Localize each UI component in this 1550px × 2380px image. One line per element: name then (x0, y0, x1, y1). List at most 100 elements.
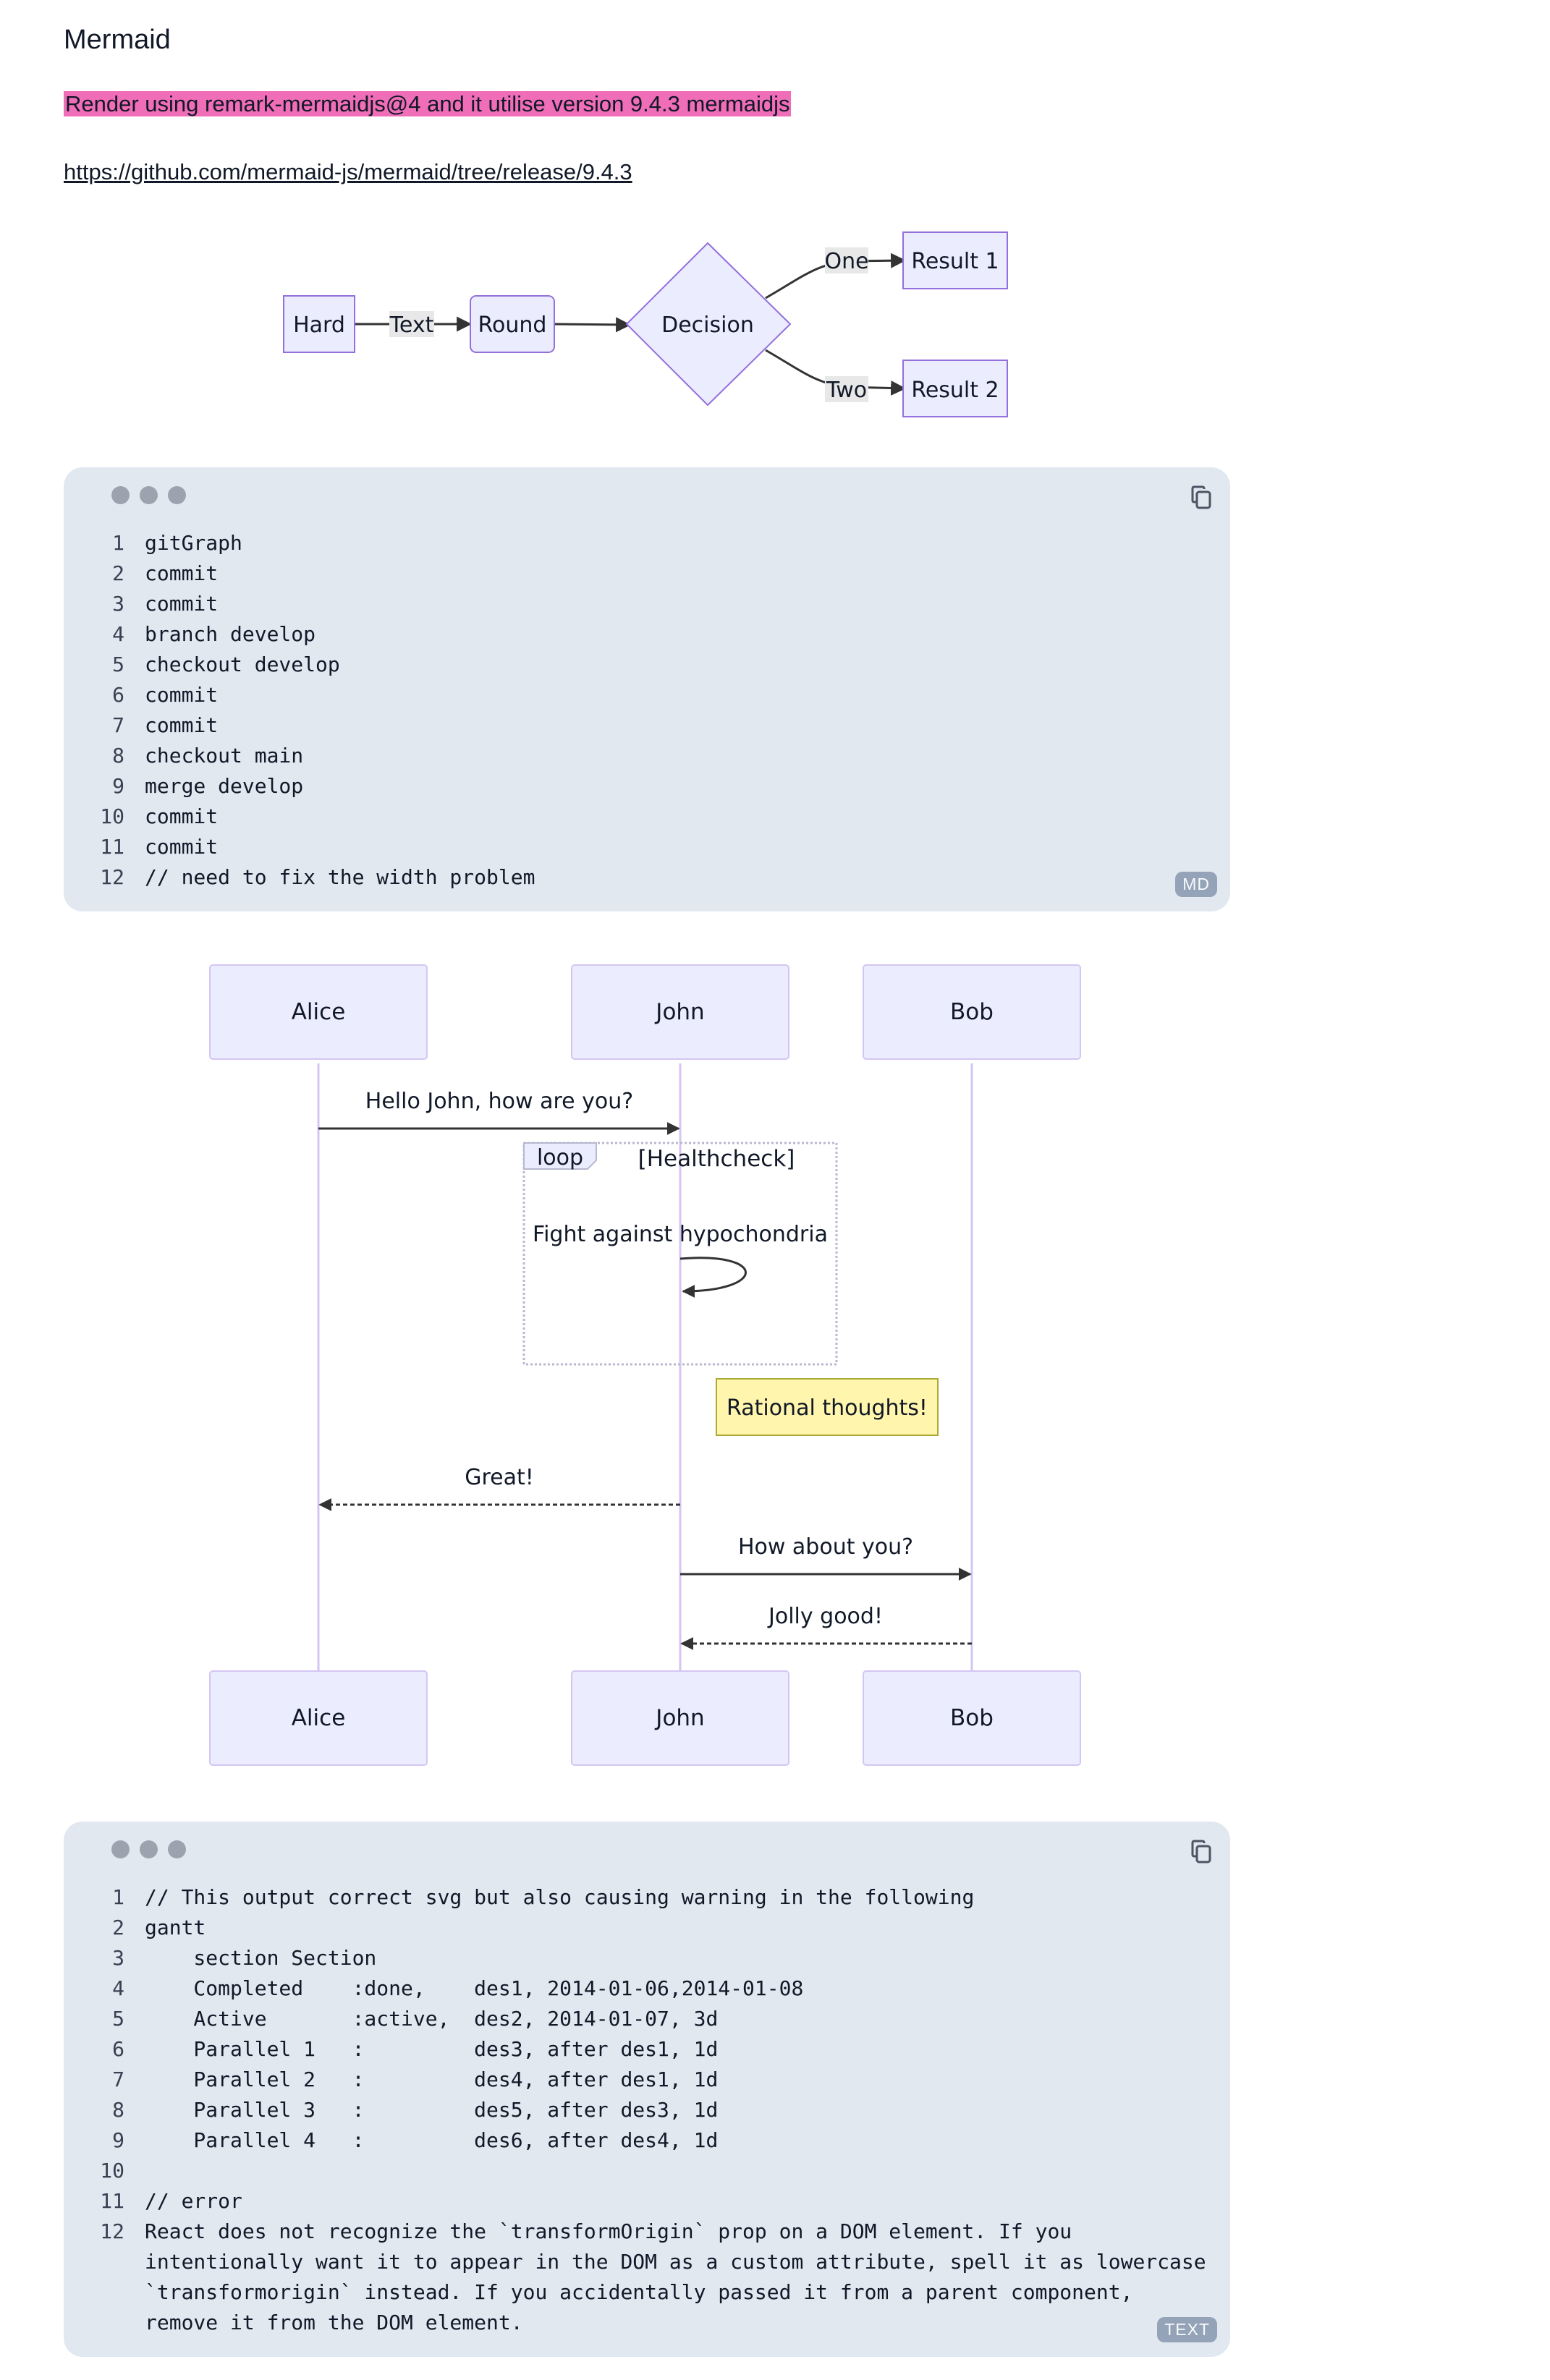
window-dot (140, 486, 158, 504)
line-number: 2 (112, 561, 124, 585)
node-round-box (470, 295, 555, 353)
line-number: 2 (112, 1916, 124, 1939)
line-number: 4 (112, 1976, 124, 2000)
line-number: 6 (112, 2037, 124, 2061)
line-number: 10 (100, 804, 124, 828)
code-line: 5 checkout develop (64, 650, 535, 680)
line-number: 11 (100, 835, 124, 859)
code-line: 1 // This output correct svg but also cau… (64, 1882, 1206, 1913)
code-line: 12 React does not recognize the `transfor… (64, 2217, 1206, 2247)
edge-label-two: Two (826, 378, 867, 403)
node-decision-diamond (625, 242, 792, 407)
line-number: 11 (100, 2189, 124, 2213)
code-line: 10 (64, 2156, 1206, 2186)
code-line: `transformorigin` instead. If you accide… (64, 2277, 1206, 2308)
page-title: Mermaid (64, 25, 171, 55)
window-dot (140, 1840, 158, 1858)
window-dots-icon (111, 486, 186, 504)
line-number (64, 2308, 145, 2338)
code-line: 9 Parallel 4 : des6, after des4, 1d (64, 2125, 1206, 2156)
edge-label-bg-two (825, 376, 868, 402)
actor-john-bottom-box (571, 1670, 789, 1766)
line-number: 9 (112, 2128, 124, 2152)
code-block-gantt: 1 // This output correct svg but also cau… (64, 1822, 1230, 2357)
line-number: 8 (112, 2098, 124, 2122)
line-number (64, 2277, 145, 2308)
code-line: remove it from the DOM element. (64, 2308, 1206, 2338)
code-text: commit (145, 592, 219, 616)
loop-label: loop (537, 1145, 583, 1170)
line-number: 1 (112, 531, 124, 555)
language-badge: TEXT (1157, 2317, 1217, 2342)
note-rational: Rational thoughts! (727, 1395, 928, 1421)
line-number: 12 (100, 865, 124, 889)
message-how-about: How about you? (738, 1534, 913, 1560)
line-number: 12 (100, 2219, 124, 2243)
code-text: // error (145, 2189, 242, 2213)
line-number: 4 (112, 622, 124, 646)
code-line: 2 gantt (64, 1913, 1206, 1943)
window-dot (168, 486, 186, 504)
code-line: intentionally want it to appear in the D… (64, 2247, 1206, 2277)
code-text: gantt (145, 1916, 206, 1939)
actor-alice-bottom: Alice (292, 1705, 346, 1731)
node-result2: Result 2 (911, 378, 999, 403)
actor-alice-bottom-box (209, 1670, 428, 1766)
loop-frame (522, 1142, 838, 1366)
loop-condition: [Healthcheck] (638, 1146, 795, 1172)
code-line: 5 Active :active, des2, 2014-01-07, 3d (64, 2004, 1206, 2034)
github-release-link[interactable]: https://github.com/mermaid-js/mermaid/tr… (64, 159, 632, 184)
code-line: 3 section Section (64, 1943, 1206, 1973)
code-text: commit (145, 804, 219, 828)
arrow-self-loop (679, 1257, 747, 1298)
copy-button[interactable] (1185, 482, 1217, 514)
code-text: merge develop (145, 774, 304, 798)
code-text: // This output correct svg but also caus… (145, 1885, 975, 1909)
subtitle-text: Render using remark-mermaidjs@4 and it u… (64, 91, 792, 116)
code-text: intentionally want it to appear in the D… (145, 2250, 1206, 2274)
code-line: 12 // need to fix the width problem (64, 862, 535, 893)
window-dot (111, 1840, 130, 1858)
code-line: 11 // error (64, 2186, 1206, 2217)
code-text: Parallel 3 : des5, after des3, 1d (145, 2098, 719, 2122)
actor-john-top-box (571, 964, 789, 1060)
code-text: checkout main (145, 744, 304, 768)
code-text: section Section (145, 1946, 377, 1970)
language-badge: MD (1175, 872, 1217, 897)
line-number: 1 (112, 1885, 124, 1909)
code-text: checkout develop (145, 653, 340, 676)
code-text: Parallel 4 : des6, after des4, 1d (145, 2128, 719, 2152)
code-line: 7 Parallel 2 : des4, after des1, 1d (64, 2065, 1206, 2095)
copy-button[interactable] (1185, 1836, 1217, 1868)
node-hard: Hard (293, 313, 345, 338)
edge-label-one: One (824, 249, 868, 274)
copy-icon (1191, 1840, 1211, 1863)
note-box (716, 1378, 939, 1436)
message-jolly: Jolly good! (767, 1604, 883, 1629)
code-text: Active :active, des2, 2014-01-07, 3d (145, 2007, 719, 2031)
code-line: 8 Parallel 3 : des5, after des3, 1d (64, 2095, 1206, 2125)
actor-alice-top: Alice (292, 999, 346, 1025)
line-number: 6 (112, 683, 124, 707)
node-decision: Decision (661, 313, 754, 338)
line-number: 10 (100, 2159, 124, 2183)
edge-label-bg-text (389, 311, 434, 337)
window-dots-icon (111, 1840, 186, 1858)
code-text: // need to fix the width problem (145, 865, 535, 889)
line-number: 5 (112, 2007, 124, 2031)
line-number (64, 2247, 145, 2277)
code-text: React does not recognize the `transformO… (145, 2219, 1072, 2243)
node-round: Round (478, 313, 547, 338)
line-number: 5 (112, 653, 124, 676)
code-text: commit (145, 835, 219, 859)
code-text: Parallel 2 : des4, after des1, 1d (145, 2067, 719, 2091)
node-result1-box (902, 231, 1008, 289)
code-line: 10 commit (64, 802, 535, 832)
line-number: 8 (112, 744, 124, 768)
